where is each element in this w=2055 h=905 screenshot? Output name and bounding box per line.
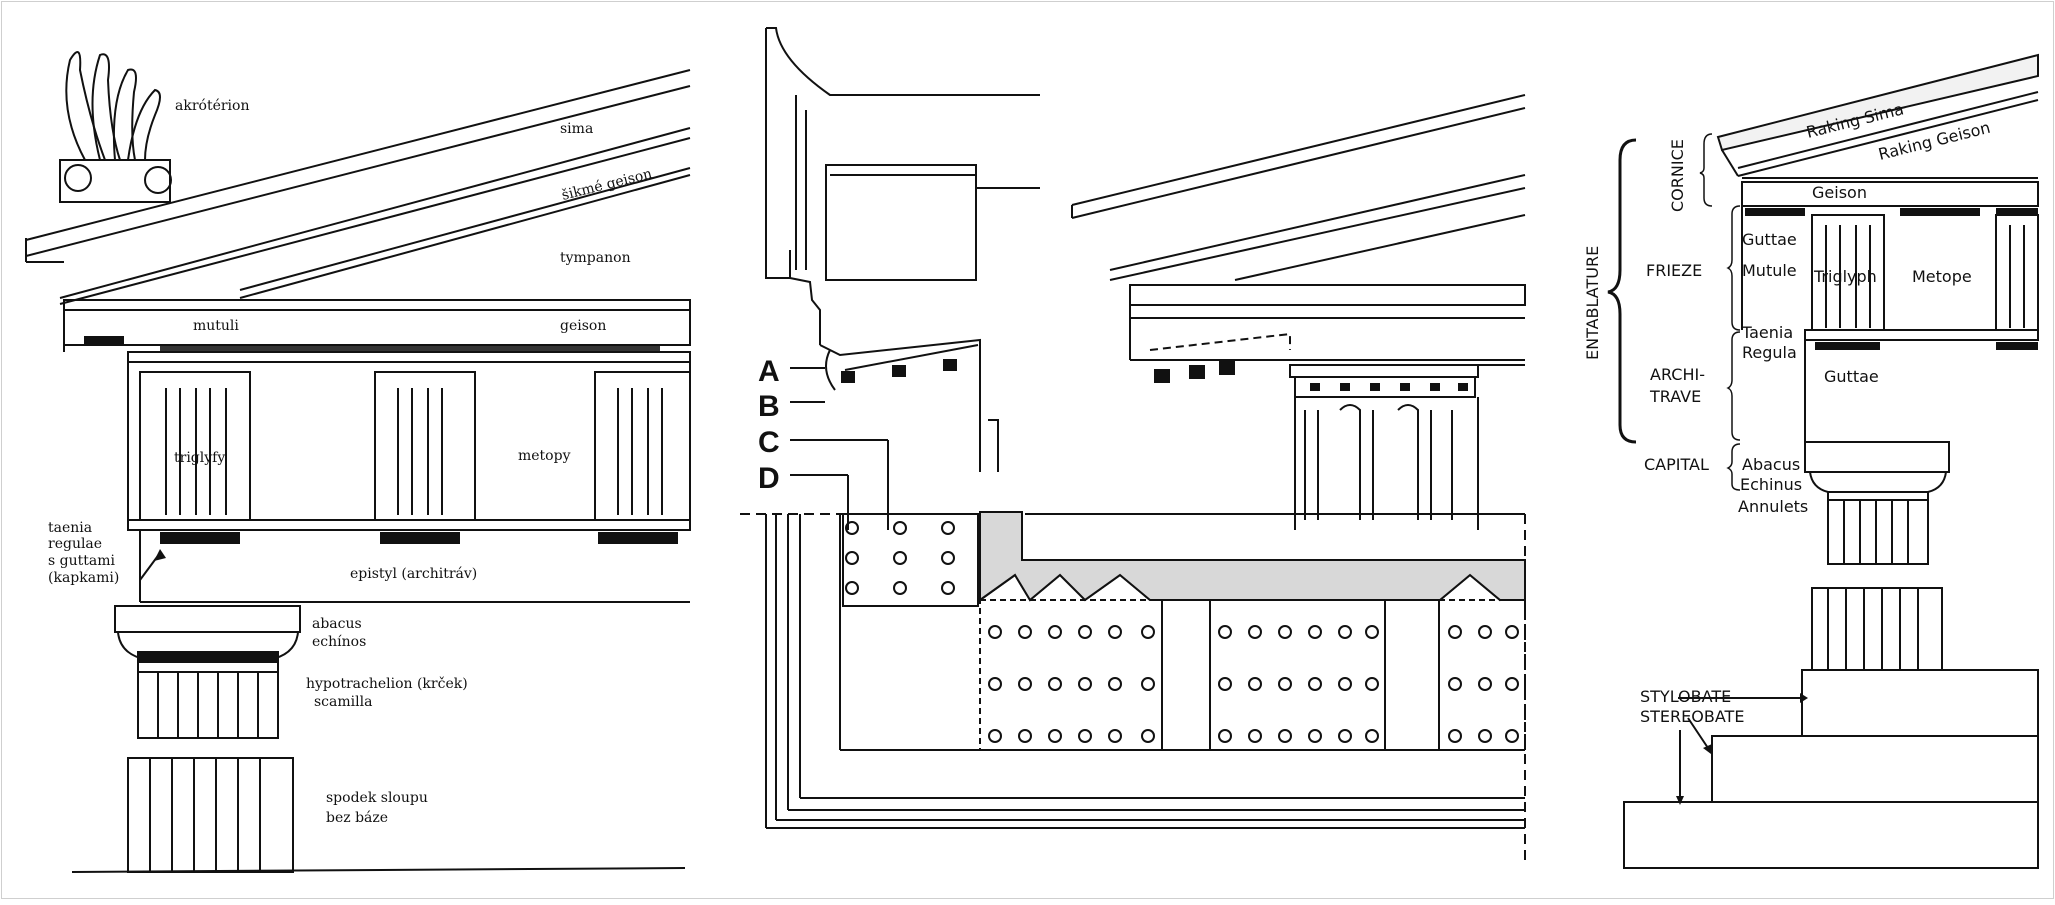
marker-c: C [758, 426, 780, 459]
label-metope: Metope [1912, 267, 1972, 286]
panel-middle-section-detail: A B C D [740, 27, 1526, 860]
hatched-band [979, 511, 1526, 602]
label-hypotrachelion: hypotrachelion (krček) [306, 676, 468, 692]
panel-left-doric-elevation: akrótérion sima šikmé geison tympanon mu… [25, 51, 691, 873]
label-regulae: regulae [48, 536, 102, 552]
label-taenia: taenia [48, 520, 92, 536]
middle-pediment [1071, 94, 1526, 530]
label-guttae: Guttae [1824, 367, 1879, 386]
label-metopy: metopy [518, 448, 571, 464]
label-scamilla: scamilla [314, 694, 372, 710]
label-taenia: Taenia [1741, 323, 1793, 342]
plan-section [740, 513, 1526, 860]
label-akroterion: akrótérion [175, 98, 249, 114]
architrave [139, 530, 690, 603]
right-mutules [1745, 208, 2038, 350]
label-echinos: echínos [312, 634, 366, 650]
right-pediment [1716, 53, 2039, 207]
label-archi: ARCHI- [1650, 365, 1705, 384]
marker-b: B [758, 390, 780, 423]
label-capital: CAPITAL [1644, 455, 1709, 474]
label-triglyph: Triglyph [1813, 267, 1877, 286]
label-epistyl: epistyl (architráv) [350, 566, 477, 582]
right-braces [1607, 138, 1637, 444]
mutules-row [84, 336, 660, 351]
label-geison: geison [560, 318, 606, 334]
label-bez-baze: bez báze [326, 810, 388, 826]
label-echinus: Echinus [1740, 475, 1802, 494]
label-mutule: Mutule [1742, 261, 1797, 280]
label-stereobate: STEREOBATE [1640, 707, 1744, 726]
akroterion-ornament [59, 51, 172, 203]
label-abacus: abacus [312, 616, 362, 632]
column-capital [114, 605, 301, 739]
label-sima: sima [560, 121, 593, 137]
right-frieze [1741, 206, 2039, 442]
label-stylobate: STYLOBATE [1640, 687, 1731, 706]
geison-block [25, 238, 691, 352]
taenia-regulae [127, 519, 691, 544]
guttae-grid-small [845, 521, 955, 595]
cornice-section-profile [765, 27, 1040, 472]
taenia-pointer-arrow [139, 549, 166, 581]
label-regula: Regula [1742, 343, 1797, 362]
label-mutuli: mutuli [193, 318, 239, 334]
label-s-guttami: s guttami [48, 553, 115, 569]
label-kapkami: (kapkami) [48, 570, 119, 586]
label-triglyfy: triglyfy [174, 450, 225, 466]
column-shaft-base [71, 757, 686, 873]
label-geison-right: Geison [1812, 183, 1867, 202]
label-entablature: ENTABLATURE [1583, 246, 1602, 360]
label-guttae-top: Guttae [1742, 230, 1797, 249]
right-steps [1623, 669, 2039, 869]
label-annulets: Annulets [1738, 497, 1808, 516]
guttae-grid-large [988, 625, 1519, 743]
label-abacus-right: Abacus [1742, 455, 1800, 474]
marker-d: D [758, 462, 780, 495]
middle-capital-dots [1310, 383, 1468, 391]
label-frieze: FRIEZE [1646, 261, 1702, 280]
triglyph-group [139, 371, 691, 521]
label-spodek-sloupu: spodek sloupu [326, 790, 428, 806]
label-cornice: CORNICE [1668, 139, 1687, 212]
pediment-rake-lines [25, 69, 691, 305]
stylobate-arrows [1676, 693, 1808, 805]
marker-a: A [758, 355, 780, 388]
right-small-braces [1699, 133, 1741, 491]
label-trave: TRAVE [1649, 387, 1701, 406]
label-tympanon: tympanon [560, 250, 631, 266]
